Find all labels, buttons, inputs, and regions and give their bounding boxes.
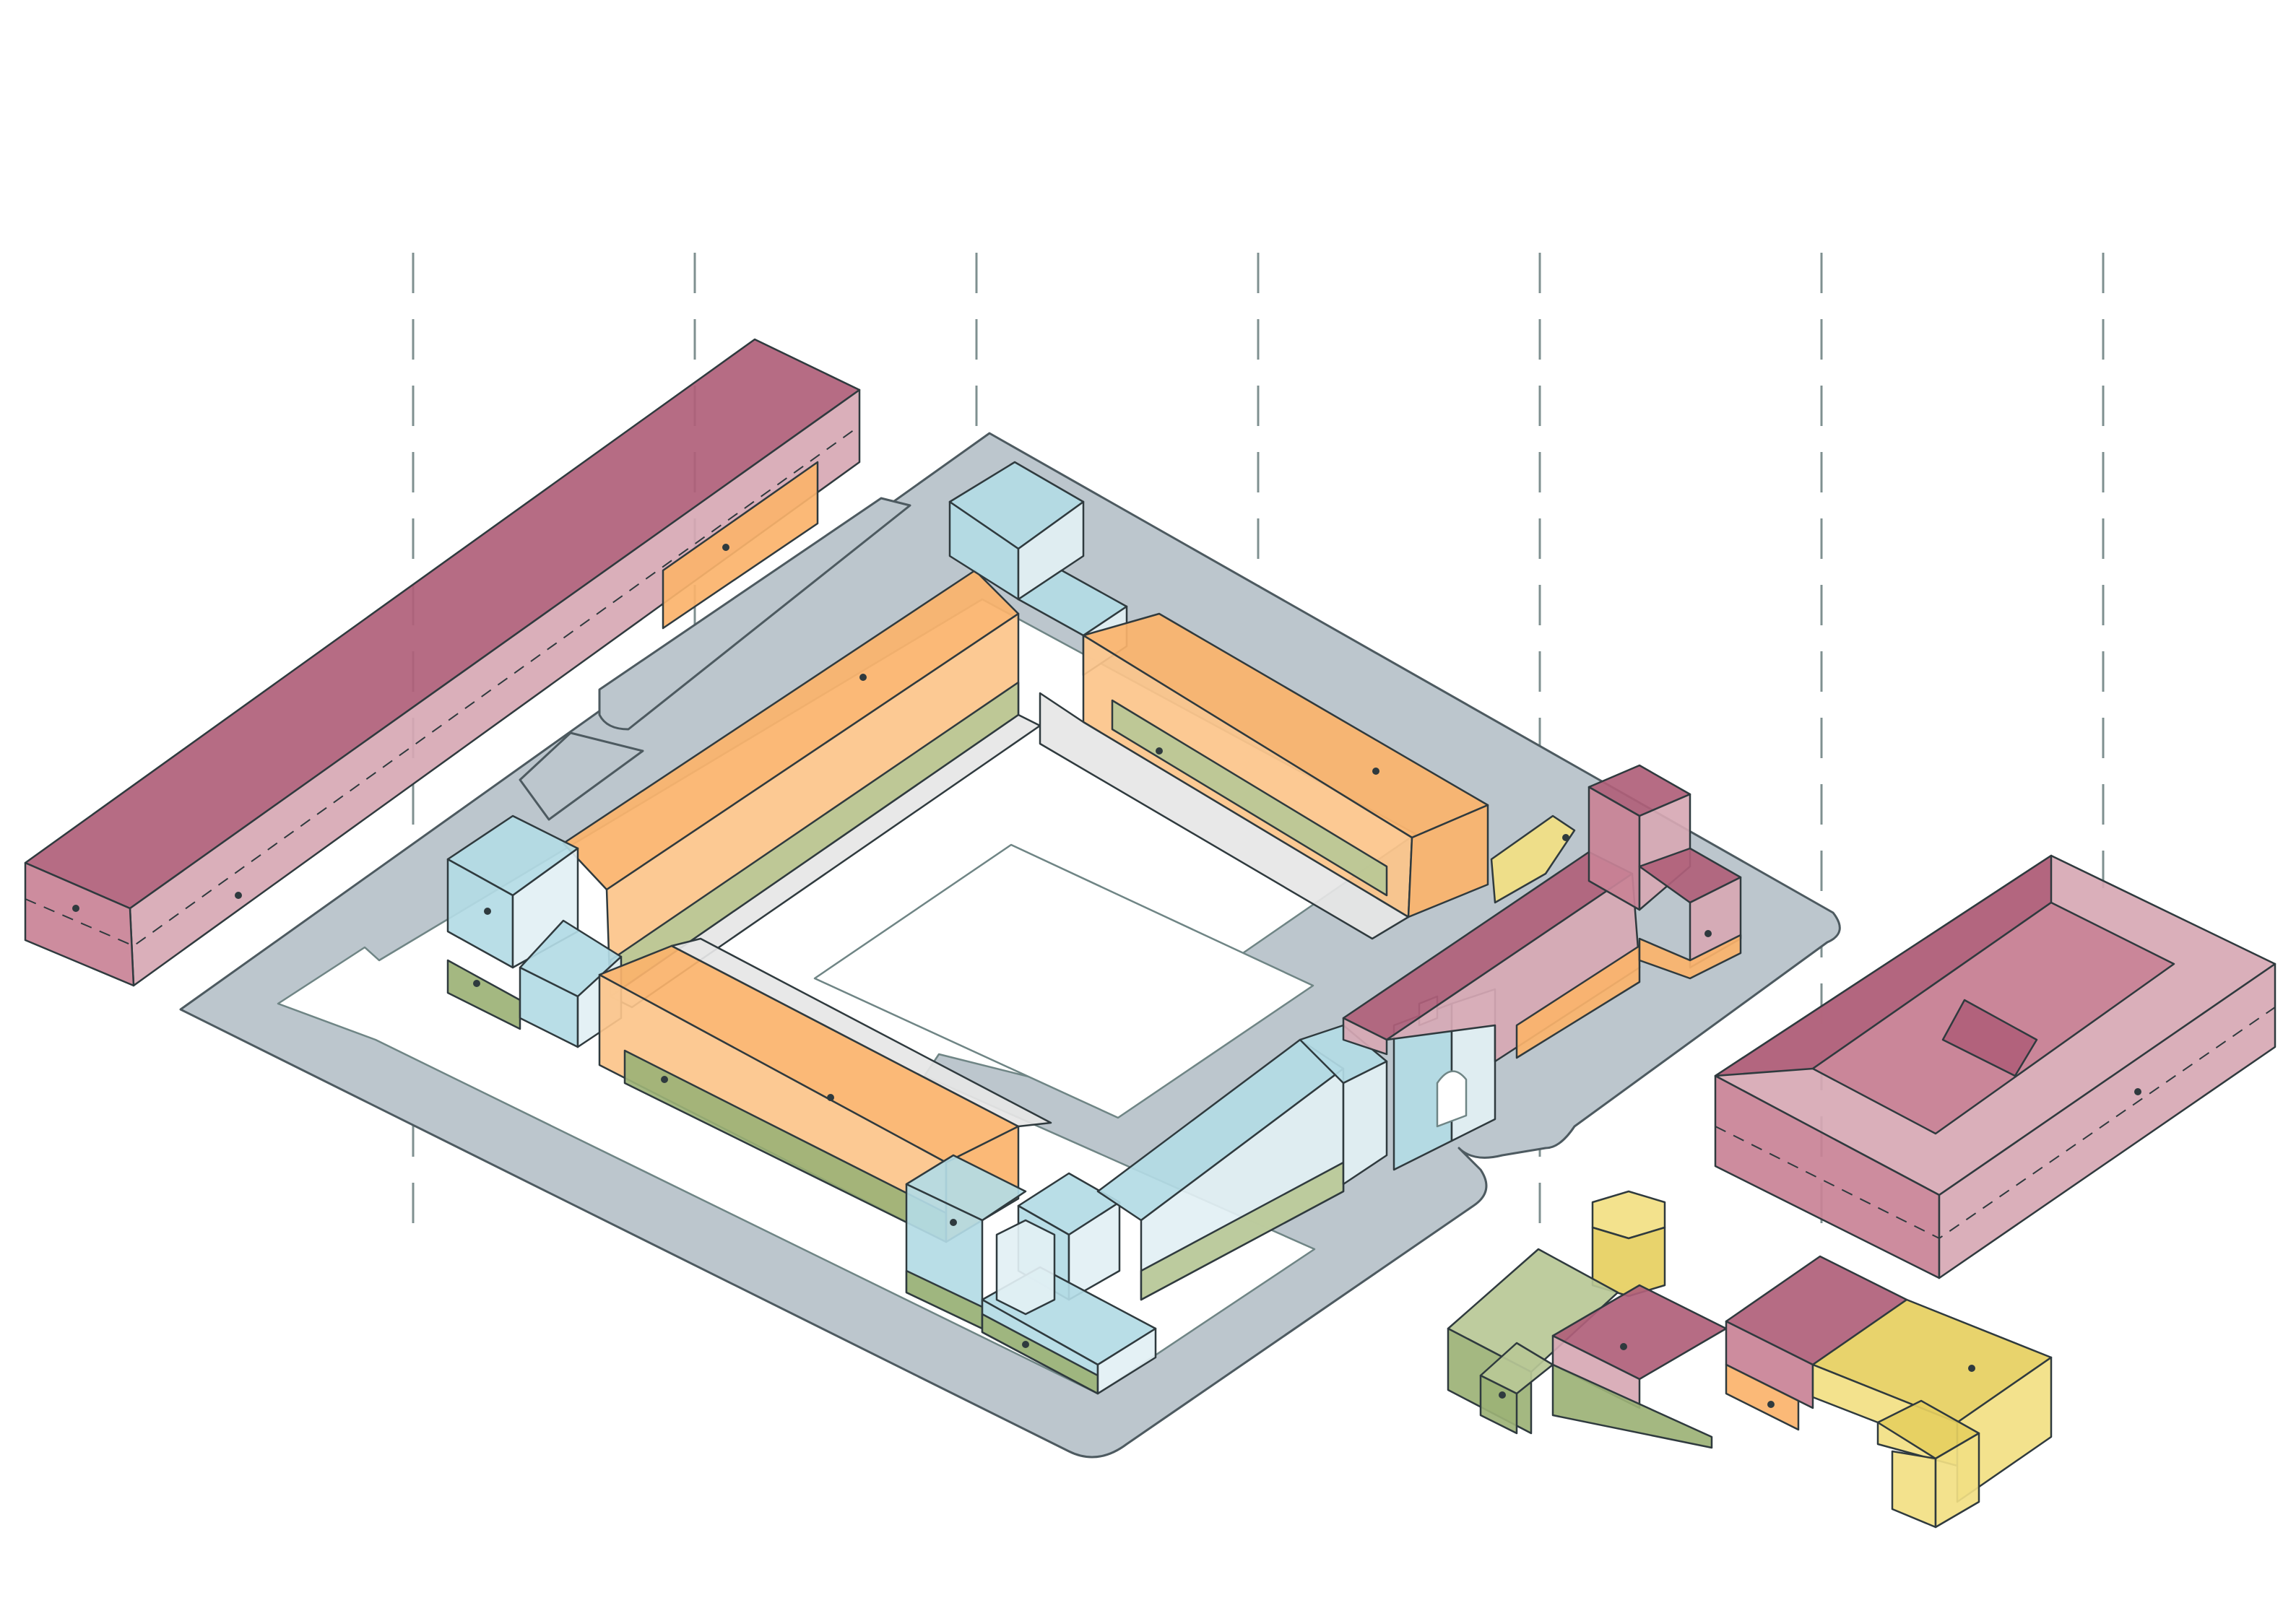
east-wing-dot-2 [1372, 768, 1379, 775]
west-block-dot-1 [72, 905, 79, 912]
southeast-wing-green [1140, 1161, 1345, 1301]
east-hall-dot-1 [1562, 834, 1569, 841]
annex-dot [1968, 1365, 1975, 1372]
south-wing-dot-2 [827, 1094, 834, 1101]
east-hall-dot-2 [1704, 930, 1712, 937]
west-block-orange-insert [662, 461, 819, 630]
west-block-dash [25, 425, 860, 947]
orange-wing-base [1725, 1363, 1800, 1431]
east-block-dash [1715, 1007, 2276, 1240]
courtyard-north-wing [562, 569, 1041, 1009]
courtyard-east-wing [1039, 612, 1489, 940]
east-block-dot [2134, 1088, 2141, 1095]
north-ground-strip [598, 497, 911, 731]
east-block [1714, 854, 2276, 1279]
cluster-dot-3 [1767, 1401, 1775, 1408]
north-corner-tower [948, 461, 1128, 677]
west-block-dot-3 [722, 544, 729, 551]
green-small-face [1479, 1374, 1518, 1435]
west-tower-green [446, 959, 521, 1030]
east-hall-face [1342, 1017, 1388, 1056]
pink-house-green-base [1551, 1363, 1713, 1449]
south-cluster-dot-1 [950, 1219, 957, 1226]
east-block-court-roof [1941, 999, 2038, 1077]
south-cluster-dot-2 [1022, 1341, 1029, 1348]
courtyard-inner-square [813, 843, 1314, 1119]
pink-wing-face [1725, 1320, 1814, 1409]
east-hall-orange [1515, 944, 1641, 1059]
east-wing-green [1111, 699, 1388, 897]
east-yellow-link [1490, 814, 1576, 904]
east-annex-orange [1638, 934, 1742, 980]
south-wing-back [670, 937, 1052, 1128]
east-hall [1342, 764, 1742, 1063]
south-front-right [1096, 1327, 1157, 1395]
north-wing-dot [859, 674, 867, 681]
buildings [24, 338, 2276, 1529]
annex-lower-face [1891, 1450, 1937, 1529]
west-ground-strip [519, 731, 644, 821]
east-wing-base [1039, 692, 1410, 940]
cluster-dot-2 [1499, 1391, 1506, 1399]
west-tower-dot-2 [473, 980, 480, 987]
west-long-block [24, 338, 861, 987]
courtyard-southeast-wing [1096, 1024, 1388, 1301]
west-block-dot-2 [235, 892, 242, 899]
east-block-right-face [1938, 962, 2276, 1279]
south-east-annex [1811, 1298, 2053, 1529]
north-tower-right [1017, 500, 1085, 601]
south-tower-right [1067, 1201, 1121, 1301]
west-tower-dot-1 [484, 908, 491, 915]
gate-arch [1436, 1070, 1468, 1128]
south-corner-cluster [905, 1154, 1157, 1395]
cluster-dot-1 [1620, 1343, 1627, 1350]
south-small-box [995, 1219, 1056, 1316]
east-wing-end [1407, 804, 1489, 918]
annex-lower-right [1934, 1432, 1980, 1529]
gate-tower-face [1342, 1060, 1388, 1186]
west-block-end-face [24, 861, 135, 987]
east-wing-dot-1 [1156, 747, 1163, 755]
south-east-cluster [1447, 1190, 1908, 1449]
south-wing-dot-1 [661, 1076, 668, 1083]
